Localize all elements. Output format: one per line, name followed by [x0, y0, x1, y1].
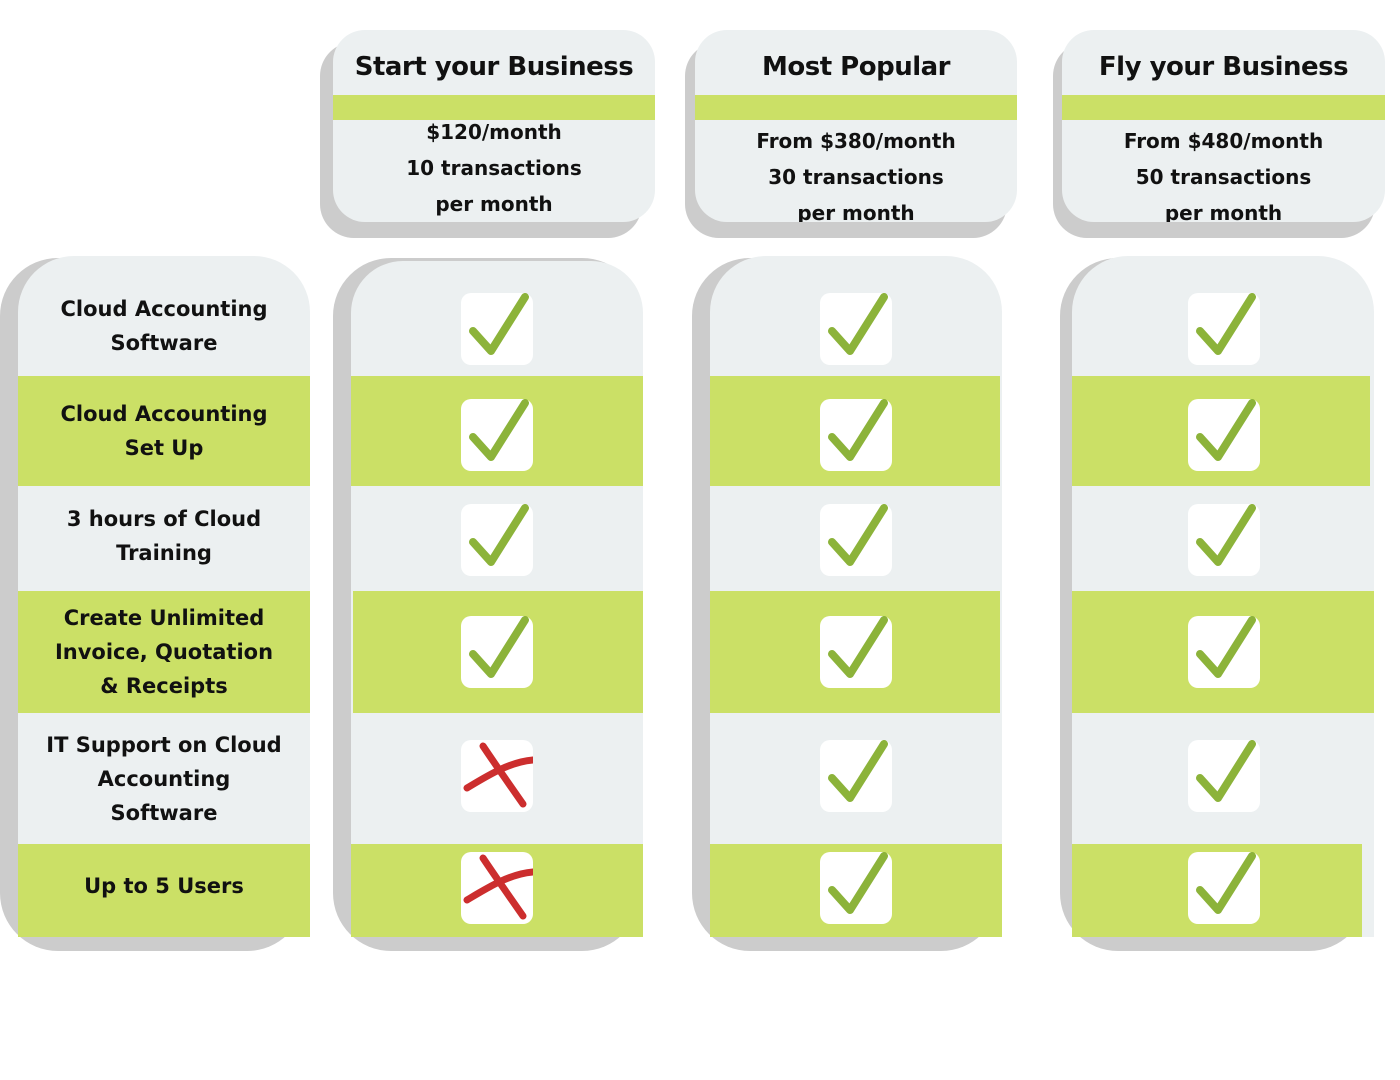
plan-price-line: 30 transactions — [768, 165, 944, 189]
check-mark — [820, 852, 892, 924]
feature-label-line: & Receipts — [100, 674, 228, 698]
plan-title: Most Popular — [761, 52, 951, 82]
plan-header-start: Start your Business $120/month 10 transa… — [333, 30, 655, 222]
plan-price-line: 50 transactions — [1135, 165, 1312, 189]
feature-label-line: Software — [110, 800, 218, 825]
feature-label-line: Cloud Accounting — [60, 297, 268, 321]
plan-title-underline — [695, 95, 1017, 120]
check-mark — [820, 504, 892, 576]
check-icon — [1196, 616, 1256, 678]
feature-label-cloud-software: Cloud Accounting Software — [18, 256, 310, 396]
check-icon — [1196, 504, 1256, 566]
plan-price: $120/month 10 transactions per month — [333, 114, 655, 222]
plan-column-popular — [710, 256, 1002, 937]
feature-label-setup: Cloud Accounting Set Up — [18, 376, 310, 486]
feature-label-it-support: IT Support on Cloud Accounting Software — [18, 713, 310, 844]
cross-icon — [463, 854, 533, 920]
check-icon — [828, 399, 888, 461]
feature-label-line: Up to 5 Users — [84, 873, 244, 898]
feature-label-line: Set Up — [124, 436, 204, 460]
feature-label-line: Create Unlimited — [63, 606, 265, 630]
feature-label-line: IT Support on Cloud — [46, 732, 282, 757]
check-icon — [1196, 852, 1256, 914]
check-mark — [1188, 504, 1260, 576]
check-mark — [820, 293, 892, 365]
feature-label-line: Software — [110, 331, 218, 355]
plan-price: From $380/month 30 transactions per mont… — [695, 123, 1017, 222]
cross-mark — [461, 852, 533, 924]
cross-mark — [461, 740, 533, 812]
check-mark — [461, 616, 533, 688]
feature-label-invoice: Create Unlimited Invoice, Quotation & Re… — [18, 591, 310, 713]
check-icon — [469, 504, 529, 566]
check-icon — [469, 293, 529, 355]
check-mark — [820, 616, 892, 688]
check-icon — [1196, 740, 1256, 802]
cross-icon — [463, 742, 533, 808]
check-mark — [820, 740, 892, 812]
check-mark — [1188, 616, 1260, 688]
check-icon — [828, 852, 888, 914]
check-mark — [461, 293, 533, 365]
feature-row-band — [18, 376, 310, 486]
plan-price-line: $120/month — [426, 120, 562, 144]
check-mark — [820, 399, 892, 471]
plan-title: Start your Business — [354, 52, 634, 82]
plan-price-line: per month — [1164, 201, 1283, 222]
feature-column: Cloud Accounting Software Cloud Accounti… — [18, 256, 310, 937]
feature-label-line: Training — [116, 541, 212, 565]
check-icon — [469, 616, 529, 678]
check-icon — [828, 504, 888, 566]
plan-title-underline — [333, 95, 655, 120]
plan-price-line: From $380/month — [756, 129, 956, 153]
plan-price-line: per month — [797, 201, 915, 222]
check-icon — [828, 616, 888, 678]
feature-row-band — [18, 591, 310, 713]
plan-price-line: From $480/month — [1123, 129, 1324, 153]
plan-price-line: per month — [435, 192, 553, 216]
feature-label-line: 3 hours of Cloud — [66, 507, 262, 531]
check-mark — [1188, 399, 1260, 471]
feature-label-line: Cloud Accounting — [60, 402, 268, 426]
feature-label-line: Invoice, Quotation — [54, 640, 274, 664]
plan-column-start — [351, 261, 643, 937]
check-icon — [1196, 399, 1256, 461]
plan-header-fly: Fly your Business From $480/month 50 tra… — [1062, 30, 1385, 222]
check-mark — [461, 504, 533, 576]
check-mark — [461, 399, 533, 471]
plan-price: From $480/month 50 transactions per mont… — [1062, 123, 1385, 222]
plan-column-fly — [1072, 256, 1374, 937]
feature-label-line: Accounting — [97, 766, 231, 791]
check-icon — [1196, 293, 1256, 355]
feature-row-band — [18, 844, 310, 937]
feature-label-training: 3 hours of Cloud Training — [18, 486, 310, 586]
check-mark — [1188, 740, 1260, 812]
feature-label-users: Up to 5 Users — [18, 844, 310, 927]
plan-header-popular: Most Popular From $380/month 30 transact… — [695, 30, 1017, 222]
plan-title-underline — [1062, 95, 1385, 120]
plan-price-line: 10 transactions — [406, 156, 582, 180]
check-icon — [828, 740, 888, 802]
plan-title: Fly your Business — [1098, 52, 1349, 82]
check-icon — [828, 293, 888, 355]
check-mark — [1188, 293, 1260, 365]
check-icon — [469, 399, 529, 461]
check-mark — [1188, 852, 1260, 924]
